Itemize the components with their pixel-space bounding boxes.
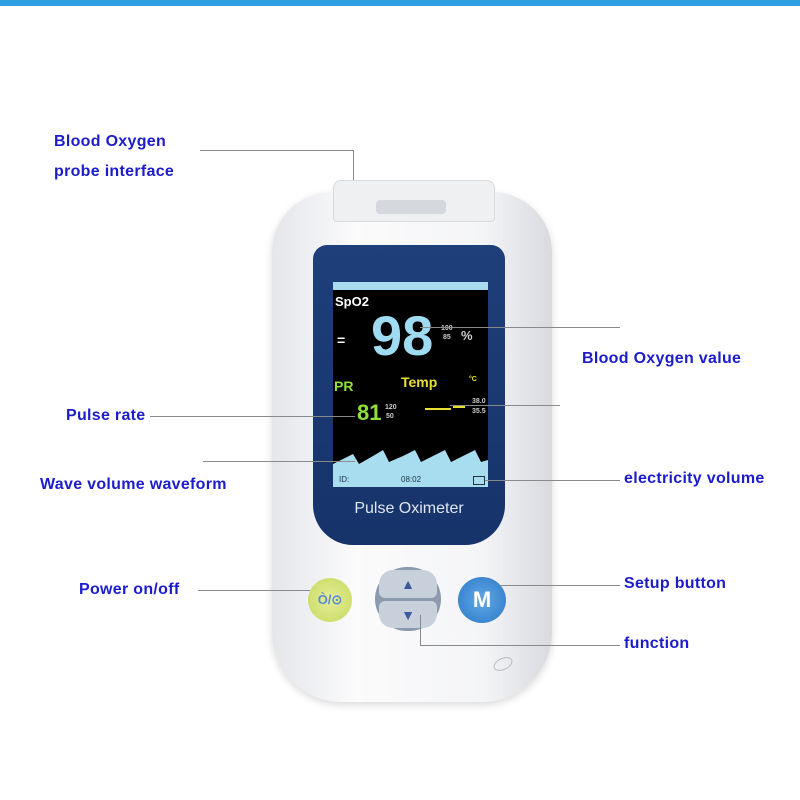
- pr-high-limit: 120: [385, 404, 397, 411]
- leader-line: [500, 585, 620, 586]
- spo2-value: 98: [371, 304, 434, 367]
- label-probe-line1: Blood Oxygen: [54, 133, 167, 150]
- down-button[interactable]: ▼: [379, 601, 437, 628]
- up-button[interactable]: ▲: [379, 570, 437, 598]
- leader-line: [420, 615, 421, 645]
- leader-line: [420, 327, 620, 328]
- spo2-low-limit: 85: [443, 334, 451, 341]
- label-spo2-value: Blood Oxygen value: [582, 350, 742, 367]
- brand-label: Pulse Oximeter: [354, 500, 464, 517]
- setup-button[interactable]: M: [458, 577, 506, 623]
- leader-line: [420, 645, 620, 646]
- clock: 08:02: [401, 475, 422, 484]
- temp-dash-2: [453, 406, 465, 408]
- spo2-label: SpO2: [335, 294, 369, 309]
- leader-line: [150, 416, 355, 417]
- label-pulse-rate: Pulse rate: [66, 407, 146, 424]
- pr-value: 81: [357, 400, 382, 425]
- top-bar: [0, 0, 800, 6]
- leader-line: [198, 590, 310, 591]
- power-button[interactable]: Ò/⊙: [308, 578, 352, 622]
- temp-unit: °C: [469, 376, 477, 383]
- power-icon: Ò/⊙: [317, 592, 343, 607]
- pleth-waveform: [333, 450, 488, 474]
- label-power: Power on/off: [79, 581, 180, 598]
- screen-top-bar: [333, 282, 488, 290]
- leader-line: [203, 461, 355, 462]
- leader-line: [200, 150, 354, 151]
- setup-button-label: M: [472, 587, 492, 612]
- up-arrow-icon: ▲: [401, 576, 415, 592]
- down-arrow-icon: ▼: [401, 606, 415, 623]
- label-battery: electricity volume: [624, 470, 765, 487]
- spo2-eq: =: [337, 332, 346, 348]
- leader-line: [353, 150, 354, 180]
- display-screen: SpO2 = 98 100 85 % PR Temp °C 81 120 50 …: [333, 282, 488, 487]
- status-bar: ID: 08:02: [333, 473, 488, 487]
- pr-low-limit: 50: [386, 413, 394, 420]
- temp-label: Temp: [401, 374, 438, 390]
- label-setup: Setup button: [624, 575, 727, 592]
- percent-unit: %: [461, 328, 473, 343]
- pr-label: PR: [334, 378, 354, 394]
- spo2-high-limit: 100: [441, 325, 453, 332]
- label-probe-line2: probe interface: [54, 163, 175, 180]
- leader-line: [450, 405, 560, 406]
- label-function: function: [624, 635, 690, 652]
- id-label: ID:: [339, 475, 350, 484]
- temp-high: 38.0: [472, 398, 486, 405]
- temp-low: 35.5: [472, 408, 486, 415]
- leader-line: [485, 480, 620, 481]
- label-waveform: Wave volume waveform: [40, 476, 227, 493]
- temp-dash: [425, 408, 451, 410]
- probe-slot: [376, 200, 446, 214]
- battery-icon: [473, 476, 485, 485]
